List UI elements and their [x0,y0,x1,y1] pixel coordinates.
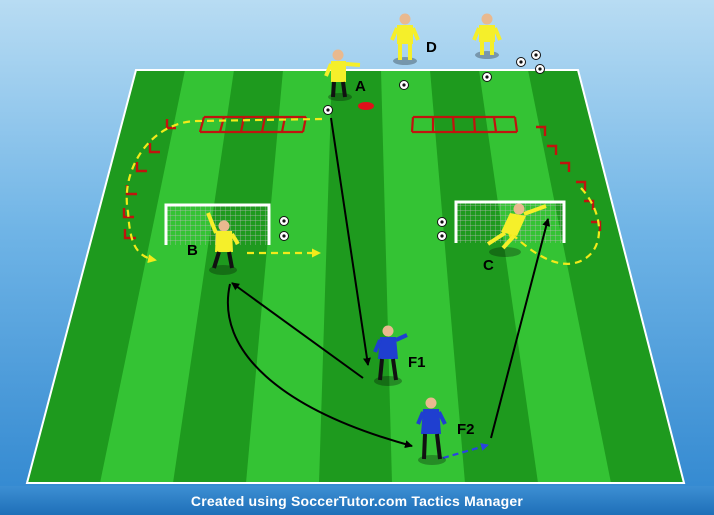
cone-icon [358,102,374,110]
label-f1: F1 [408,354,426,371]
footer-bar: Created using SoccerTutor.com Tactics Ma… [0,486,714,515]
player-icon [390,13,420,60]
dribble-path [125,117,601,265]
player-icon [206,212,240,269]
dribble-path-blue [442,443,489,460]
footer-credit: Created using SoccerTutor.com Tactics Ma… [190,493,524,509]
hurdle-icon [122,119,176,240]
label-f2: F2 [457,421,475,438]
ladder-icon [198,115,308,134]
player-icon [416,397,447,460]
player-icon [324,49,361,98]
label-d: D [426,39,437,56]
ladder-icon [410,115,519,134]
label-b: B [187,242,198,259]
pass-lines [226,117,551,449]
player-icon [472,13,502,55]
label-a: A [355,78,366,95]
label-c: C [483,257,494,274]
player-icon [486,203,547,250]
hurdle-icon [536,125,602,231]
player-icon [373,325,408,381]
